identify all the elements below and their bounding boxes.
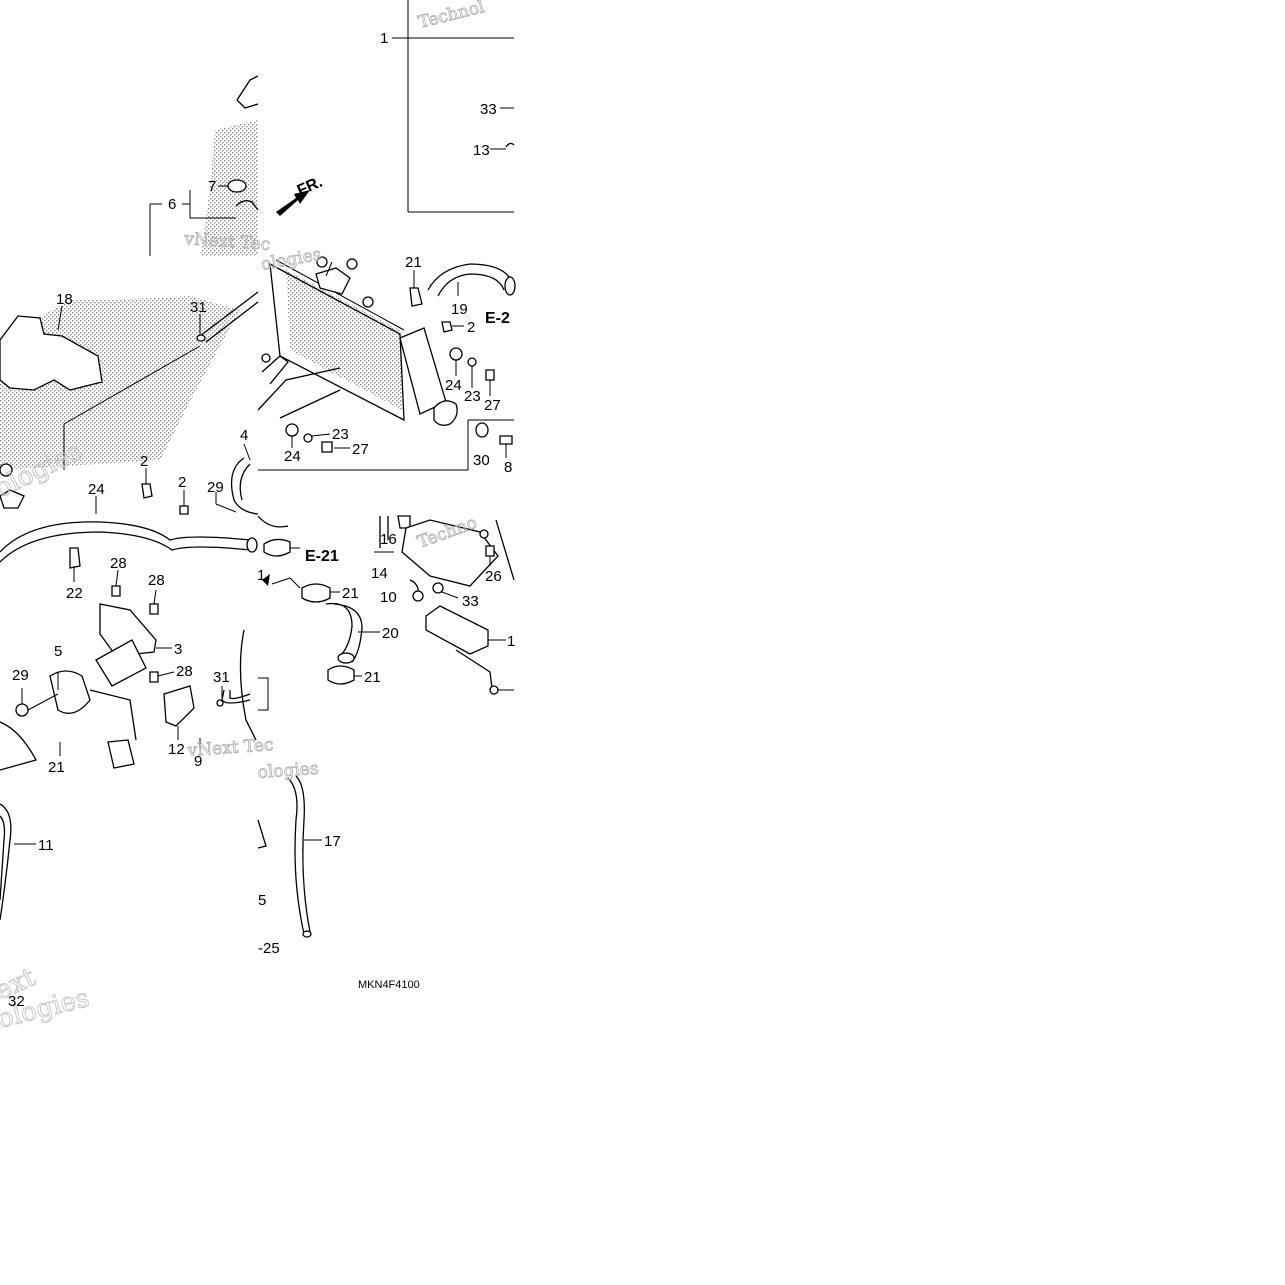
callout-16: 16	[380, 531, 397, 548]
callout-9: 9	[194, 753, 202, 770]
callout-18: 18	[56, 291, 73, 308]
callout-2: 2	[178, 474, 186, 491]
drawing-reference: E-2	[485, 310, 510, 327]
callout-21: 21	[48, 759, 65, 776]
callout-7: 7	[208, 178, 216, 195]
callout-29: 29	[207, 479, 224, 496]
callout-30: 30	[473, 452, 490, 469]
callout-24: 24	[88, 481, 105, 498]
callout-5: 5	[258, 892, 266, 909]
callout-6: 6	[168, 196, 176, 213]
drawing-reference: E-21	[305, 548, 339, 565]
callout-14: 14	[371, 565, 388, 582]
callout-28: 28	[110, 555, 127, 572]
tile-fan-motor: vNext Tec	[0, 521, 275, 771]
callout-21: 21	[364, 669, 381, 686]
callout-24: 24	[284, 448, 301, 465]
tile-hose-17: ologies	[257, 758, 322, 938]
callout-27: 27	[484, 397, 501, 414]
tile-radiator-core: ologies	[257, 244, 516, 471]
callout-8: 8	[504, 459, 512, 476]
tile-bracket: ologies	[0, 291, 259, 515]
callout-26: 26	[485, 568, 502, 585]
watermark: Technol	[416, 0, 486, 33]
tile-reservoir-tank: Techno	[257, 512, 515, 695]
callout-28: 28	[148, 572, 165, 589]
callout-28: 28	[176, 663, 193, 680]
callout-12: 12	[168, 741, 185, 758]
watermark: ologies	[257, 759, 319, 783]
callout-32: 32	[8, 993, 25, 1010]
callout-29: 29	[12, 667, 29, 684]
callout-27: 27	[352, 441, 369, 458]
callout-21: 21	[342, 585, 359, 602]
callout-31: 31	[213, 669, 230, 686]
callout-1: 1	[257, 567, 265, 584]
tile-reservoir-cap: vNext Tec	[149, 75, 310, 256]
callout-11: 11	[38, 837, 54, 854]
callout-25: -25	[258, 940, 280, 957]
callout-21: 21	[405, 254, 422, 271]
callout-15: 1	[507, 633, 515, 650]
callout-4: 4	[240, 427, 248, 444]
callout-19: 19	[451, 301, 468, 318]
callout-5: 5	[54, 643, 62, 660]
callout-23: 23	[464, 388, 481, 405]
callout-24: 24	[445, 377, 462, 394]
callout-2: 2	[140, 453, 148, 470]
front-arrow-icon	[276, 190, 310, 216]
callout-33: 33	[462, 593, 479, 610]
callout-10: 10	[380, 589, 397, 606]
callout-2: 2	[467, 319, 475, 336]
callout-20: 20	[382, 625, 399, 642]
callout-23: 23	[332, 426, 349, 443]
diagram-code: MKN4F4100	[358, 979, 420, 991]
callout-31: 31	[190, 299, 207, 316]
callout-17: 17	[324, 833, 341, 850]
callout-22: 22	[66, 585, 83, 602]
callout-1: 1	[380, 30, 388, 47]
callout-3: 3	[174, 641, 182, 658]
callout-13: 13	[473, 142, 490, 159]
front-direction-label: FR.	[295, 174, 325, 200]
callout-33: 33	[480, 101, 497, 118]
